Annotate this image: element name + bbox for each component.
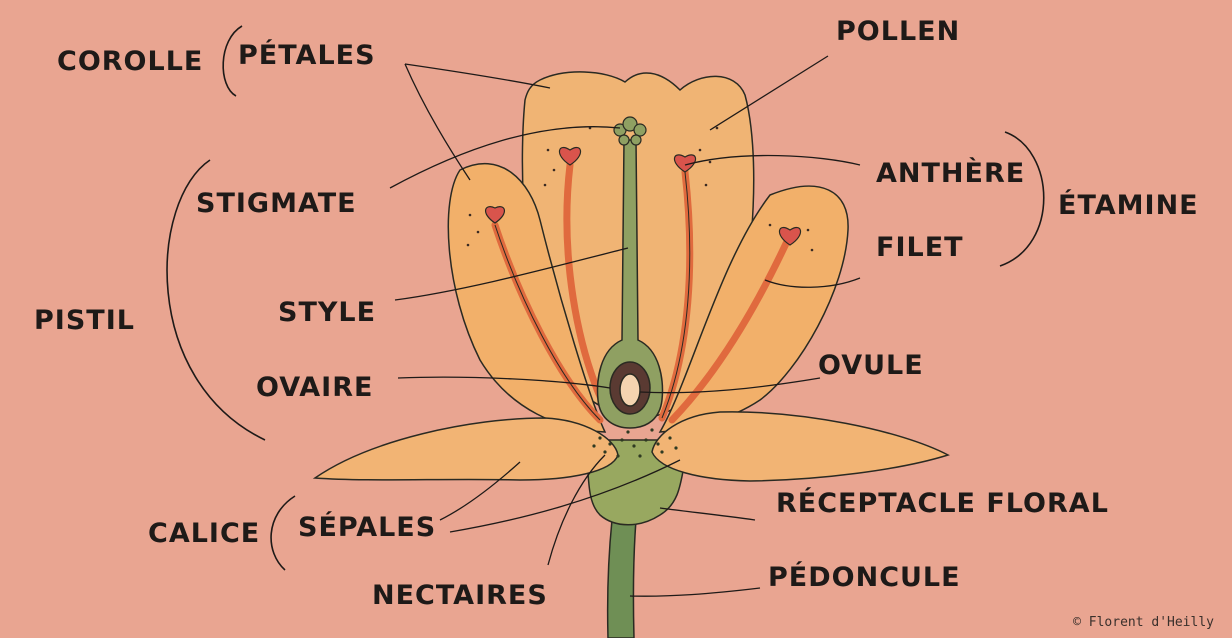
ovule — [620, 374, 640, 406]
bracket-etamine — [1000, 132, 1044, 266]
peduncle — [608, 520, 636, 638]
label-anthere: ANTHÈRE — [876, 158, 1025, 189]
label-sepales: SÉPALES — [298, 512, 436, 543]
line-receptacle — [660, 508, 755, 520]
label-etamine: ÉTAMINE — [1058, 190, 1199, 221]
label-calice: CALICE — [148, 518, 260, 549]
label-ovaire: OVAIRE — [256, 372, 373, 403]
line-petales-1 — [405, 64, 550, 88]
label-pistil: PISTIL — [34, 305, 135, 336]
label-pollen: POLLEN — [836, 16, 960, 47]
sepal-right — [652, 412, 948, 481]
label-style: STYLE — [278, 297, 376, 328]
line-petales-2 — [405, 64, 470, 180]
label-receptacle: RÉCEPTACLE FLORAL — [776, 488, 1109, 519]
label-petales: PÉTALES — [238, 40, 376, 71]
line-pedoncule — [630, 588, 760, 596]
label-filet: FILET — [876, 232, 964, 263]
label-nectaires: NECTAIRES — [372, 580, 548, 611]
label-pedoncule: PÉDONCULE — [768, 562, 961, 593]
sepal-left — [315, 418, 618, 480]
bracket-calice — [271, 496, 295, 570]
credit-text: © Florent d'Heilly — [1073, 615, 1214, 630]
label-stigmate: STIGMATE — [196, 188, 357, 219]
label-ovule: OVULE — [818, 350, 924, 381]
label-corolle: COROLLE — [57, 46, 203, 77]
